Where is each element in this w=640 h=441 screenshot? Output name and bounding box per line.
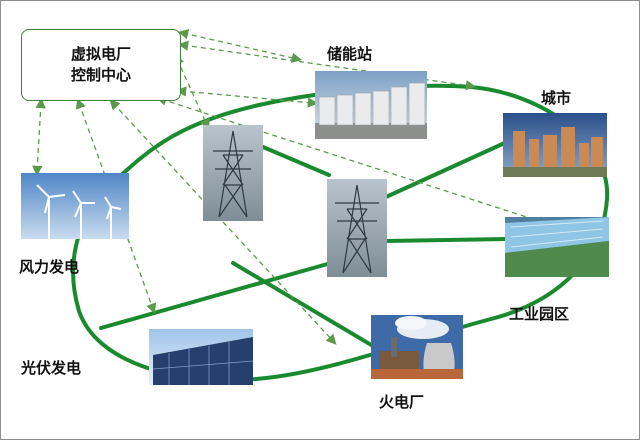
industrial-park-label: 工业园区	[509, 305, 570, 323]
control-center-line-2: 控制中心	[70, 66, 131, 84]
wind-farm-image	[21, 173, 129, 239]
industrial-park-image	[505, 217, 609, 277]
storage-station-image	[315, 71, 427, 139]
transmission-tower-image-1	[203, 125, 263, 221]
storage-station-label: 储能站	[327, 45, 373, 63]
thermal-plant-image	[371, 315, 463, 379]
thermal-plant-label: 火电厂	[379, 393, 425, 411]
wind-power-label: 风力发电	[19, 258, 80, 276]
city-image	[503, 113, 607, 177]
grid-line-tower-link	[261, 145, 331, 177]
control-link-storage	[177, 29, 303, 63]
grid-line-industrial	[384, 237, 509, 243]
control-link-thermal	[109, 99, 337, 345]
vpp-control-center: 虚拟电厂 控制中心	[21, 29, 181, 101]
control-link-city	[177, 40, 477, 91]
control-link-wind	[32, 97, 46, 177]
control-center-line-1: 虚拟电厂	[70, 45, 131, 63]
solar-power-label: 光伏发电	[21, 359, 82, 377]
transmission-tower-image-2	[327, 179, 387, 277]
grid-line-solar	[99, 261, 333, 330]
solar-farm-image	[149, 329, 254, 385]
grid-line-city	[384, 139, 511, 199]
city-label: 城市	[541, 89, 572, 107]
